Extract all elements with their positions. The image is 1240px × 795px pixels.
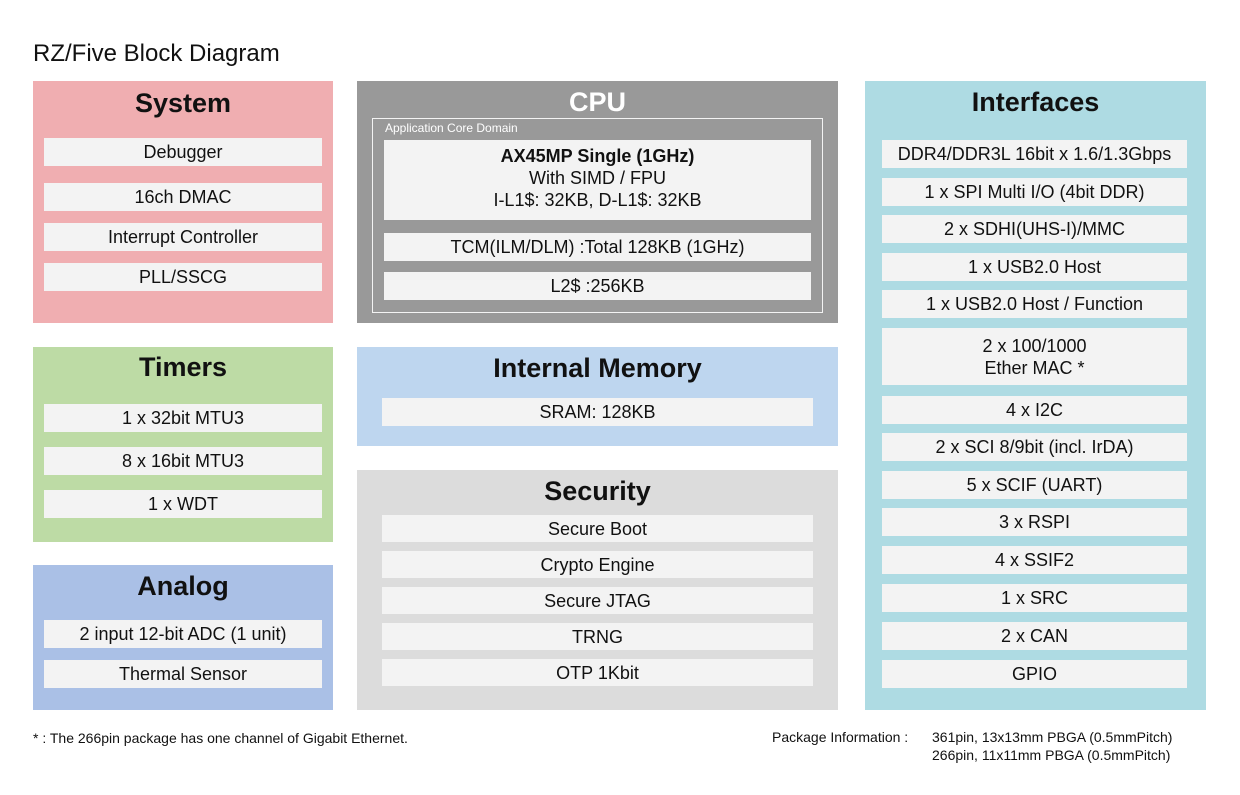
interfaces-item-ssif2: 4 x SSIF2 xyxy=(882,546,1187,574)
interfaces-item-sci: 2 x SCI 8/9bit (incl. IrDA) xyxy=(882,433,1187,461)
interfaces-item-spi-multi-io: 1 x SPI Multi I/O (4bit DDR) xyxy=(882,178,1187,206)
package-info-values: 361pin, 13x13mm PBGA (0.5mmPitch) 266pin… xyxy=(932,728,1172,764)
core-cache: I-L1$: 32KB, D-L1$: 32KB xyxy=(493,190,702,210)
security-item-secure-jtag: Secure JTAG xyxy=(382,587,813,614)
interfaces-title: Interfaces xyxy=(971,87,1100,117)
system-title: System xyxy=(134,88,232,118)
interfaces-item-rspi: 3 x RSPI xyxy=(882,508,1187,536)
security-item-otp: OTP 1Kbit xyxy=(382,659,813,686)
timers-item-wdt: 1 x WDT xyxy=(44,490,322,518)
system-item-dmac: 16ch DMAC xyxy=(44,183,322,211)
internal-memory-item-sram: SRAM: 128KB xyxy=(382,398,813,426)
internal-memory-title: Internal Memory xyxy=(493,353,702,383)
timers-item-mtu3-16bit: 8 x 16bit MTU3 xyxy=(44,447,322,475)
interfaces-item-src: 1 x SRC xyxy=(882,584,1187,612)
analog-item-thermal-sensor: Thermal Sensor xyxy=(44,660,322,688)
analog-title: Analog xyxy=(137,571,229,601)
package-info-label: Package Information : xyxy=(772,729,909,745)
cpu-l2-cache: L2$ :256KB xyxy=(384,272,811,300)
interfaces-item-sdhi-mmc: 2 x SDHI(UHS-I)/MMC xyxy=(882,215,1187,243)
interfaces-item-i2c: 4 x I2C xyxy=(882,396,1187,424)
package-info-line1: 361pin, 13x13mm PBGA (0.5mmPitch) xyxy=(932,729,1173,745)
package-info-line2: 266pin, 11x11mm PBGA (0.5mmPitch) xyxy=(932,747,1171,763)
security-item-crypto-engine: Crypto Engine xyxy=(382,551,813,578)
security-title: Security xyxy=(544,476,651,506)
core-features: With SIMD / FPU xyxy=(528,168,666,188)
analog-item-adc: 2 input 12-bit ADC (1 unit) xyxy=(44,620,322,648)
ether-mac-line2: Ether MAC * xyxy=(984,358,1085,378)
footnote: * : The 266pin package has one channel o… xyxy=(33,730,408,746)
system-item-pll-sscg: PLL/SSCG xyxy=(44,263,322,291)
ether-mac-line1: 2 x 100/1000 xyxy=(982,336,1087,356)
security-block: Security Secure Boot Crypto Engine Secur… xyxy=(357,470,838,710)
security-item-trng: TRNG xyxy=(382,623,813,650)
security-item-secure-boot: Secure Boot xyxy=(382,515,813,542)
interfaces-item-can: 2 x CAN xyxy=(882,622,1187,650)
diagram-title: RZ/Five Block Diagram xyxy=(33,40,280,67)
system-item-debugger: Debugger xyxy=(44,138,322,166)
interfaces-block: Interfaces DDR4/DDR3L 16bit x 1.6/1.3Gbp… xyxy=(865,81,1206,710)
analog-block: Analog 2 input 12-bit ADC (1 unit) Therm… xyxy=(33,565,333,710)
core-name: AX45MP Single (1GHz) xyxy=(500,146,695,166)
interfaces-item-usb-host: 1 x USB2.0 Host xyxy=(882,253,1187,281)
system-block: System Debugger 16ch DMAC Interrupt Cont… xyxy=(33,81,333,323)
internal-memory-block: Internal Memory SRAM: 128KB xyxy=(357,347,838,446)
domain-label: Application Core Domain xyxy=(385,121,518,135)
interfaces-item-ether-mac: 2 x 100/1000 Ether MAC * xyxy=(882,328,1187,385)
interfaces-item-usb-host-function: 1 x USB2.0 Host / Function xyxy=(882,290,1187,318)
interfaces-item-gpio: GPIO xyxy=(882,660,1187,688)
core-ax45mp: AX45MP Single (1GHz) With SIMD / FPU I-L… xyxy=(384,140,811,220)
timers-title: Timers xyxy=(138,352,228,382)
timers-item-mtu3-32bit: 1 x 32bit MTU3 xyxy=(44,404,322,432)
cpu-title: CPU xyxy=(568,87,626,117)
timers-block: Timers 1 x 32bit MTU3 8 x 16bit MTU3 1 x… xyxy=(33,347,333,542)
cpu-block: CPU Application Core Domain AX45MP Singl… xyxy=(357,81,838,323)
application-core-domain: Application Core Domain AX45MP Single (1… xyxy=(372,118,823,313)
interfaces-item-scif: 5 x SCIF (UART) xyxy=(882,471,1187,499)
cpu-tcm: TCM(ILM/DLM) :Total 128KB (1GHz) xyxy=(384,233,811,261)
interfaces-item-ddr: DDR4/DDR3L 16bit x 1.6/1.3Gbps xyxy=(882,140,1187,168)
system-item-interrupt-controller: Interrupt Controller xyxy=(44,223,322,251)
